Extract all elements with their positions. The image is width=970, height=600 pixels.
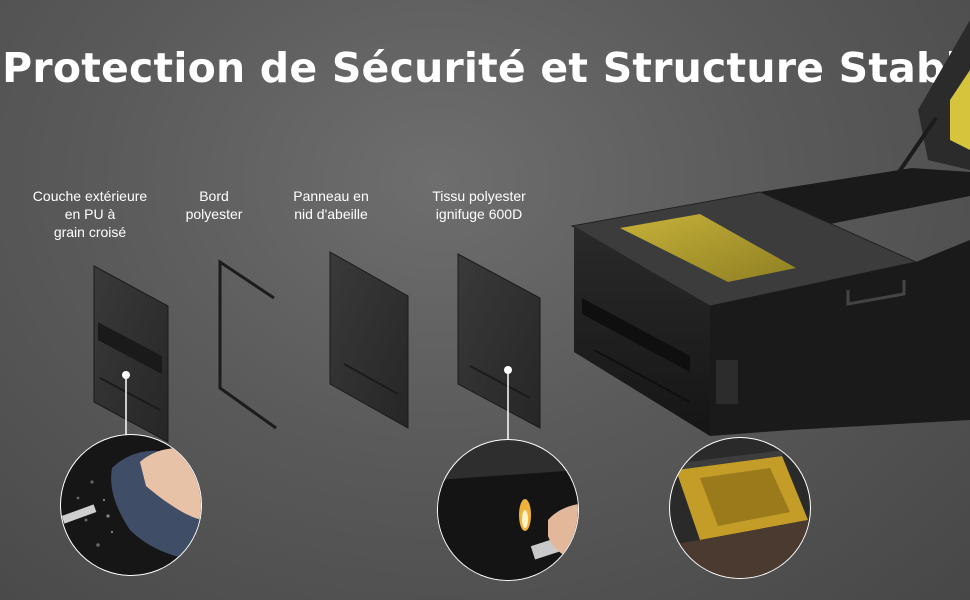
layer-label-600d-fabric: Tissu polyester ignifuge 600D <box>418 187 540 223</box>
honeycomb-panel <box>329 251 409 429</box>
layer-label-line: grain croisé <box>53 224 127 240</box>
layer-label-line: nid d'abeille <box>294 206 368 222</box>
layer-label-line: polyester <box>185 206 243 222</box>
page-title: Protection de Sécurité et Structure Stab… <box>2 44 970 92</box>
laser-enclosure-box <box>570 20 970 436</box>
layer-label-pu-outer: Couche extérieure en PU à grain croisé <box>22 187 158 241</box>
fabric-600d-panel <box>457 253 541 429</box>
pu-outer-panel <box>93 265 169 443</box>
layer-label-line: Tissu polyester <box>432 188 526 204</box>
layer-label-line: Couche extérieure <box>32 188 148 204</box>
layer-label-line: ignifuge 600D <box>435 206 523 222</box>
layer-label-line: en PU à <box>64 206 116 222</box>
layer-label-honeycomb: Panneau en nid d'abeille <box>276 187 386 223</box>
layer-label-polyester-edge: Bord polyester <box>172 187 256 223</box>
water-drop-detail-circle <box>60 434 202 576</box>
pointer-lines <box>122 366 512 440</box>
polyester-edge-frame <box>218 259 277 430</box>
yellow-window-detail-circle <box>669 437 811 579</box>
layer-label-line: Bord <box>199 188 229 204</box>
flame-lighter-detail-circle <box>437 439 579 581</box>
layer-label-line: Panneau en <box>293 188 369 204</box>
